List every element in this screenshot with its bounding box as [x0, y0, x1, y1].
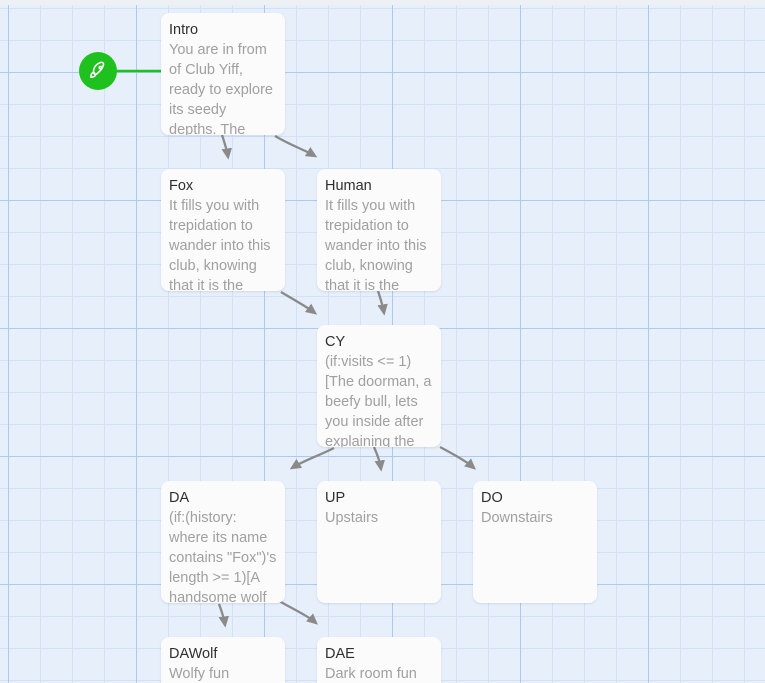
passage-title: Fox [169, 178, 194, 194]
start-node-rocket-marker[interactable] [79, 52, 117, 90]
passage-node-up[interactable]: UP Upstairs [317, 481, 441, 603]
passage-title: Intro [169, 22, 199, 38]
passage-excerpt: (if:(history: where its name contains "F… [169, 510, 277, 603]
passage-excerpt: (if:visits <= 1)[The doorman, a beefy bu… [325, 354, 432, 447]
passage-title: DAE [325, 646, 355, 662]
passage-excerpt: Wolfy fun [169, 666, 230, 682]
passage-title: UP [325, 490, 346, 506]
passage-excerpt: Upstairs [325, 510, 379, 526]
edge-fox-cy [280, 291, 318, 315]
passage-node-human[interactable]: Human It fills you with trepidation to w… [317, 169, 441, 291]
edge-cy-up [372, 446, 385, 472]
passage-title: DO [481, 490, 503, 506]
passage-title: DAWolf [169, 646, 218, 662]
edge-human-cy [376, 290, 388, 316]
passage-title: Human [325, 178, 372, 194]
passage-node-dae[interactable]: DAE Dark room fun [317, 637, 441, 683]
passage-excerpt: It fills you with trepidation to wander … [325, 198, 427, 291]
passage-node-cy[interactable]: CY (if:visits <= 1)[The doorman, a beefy… [317, 325, 441, 447]
edge-cy-da [289, 446, 335, 470]
passage-title: DA [169, 490, 190, 506]
edge-intro-fox [220, 134, 232, 160]
passage-node-fox[interactable]: Fox It fills you with trepidation to wan… [161, 169, 285, 291]
passage-excerpt: It fills you with trepidation to wander … [169, 198, 271, 291]
passage-node-da[interactable]: DA (if:(history: where its name contains… [161, 481, 285, 603]
passage-excerpt: You are in from of Club Yiff, ready to e… [169, 42, 273, 135]
edge-da-dawolf [217, 603, 229, 628]
passage-excerpt: Dark room fun [325, 666, 417, 682]
passage-node-intro[interactable]: Intro You are in from of Club Yiff, read… [161, 13, 285, 135]
toolbar-edge [0, 0, 765, 5]
rocket-icon [87, 60, 109, 82]
edge-da-dae [278, 599, 318, 625]
passage-node-dawolf[interactable]: DAWolf Wolfy fun [161, 637, 285, 683]
passage-title: CY [325, 334, 346, 350]
passage-excerpt: Downstairs [481, 510, 553, 526]
edge-cy-do [439, 445, 476, 470]
edge-intro-human [274, 135, 318, 158]
passage-node-do[interactable]: DO Downstairs [473, 481, 597, 603]
